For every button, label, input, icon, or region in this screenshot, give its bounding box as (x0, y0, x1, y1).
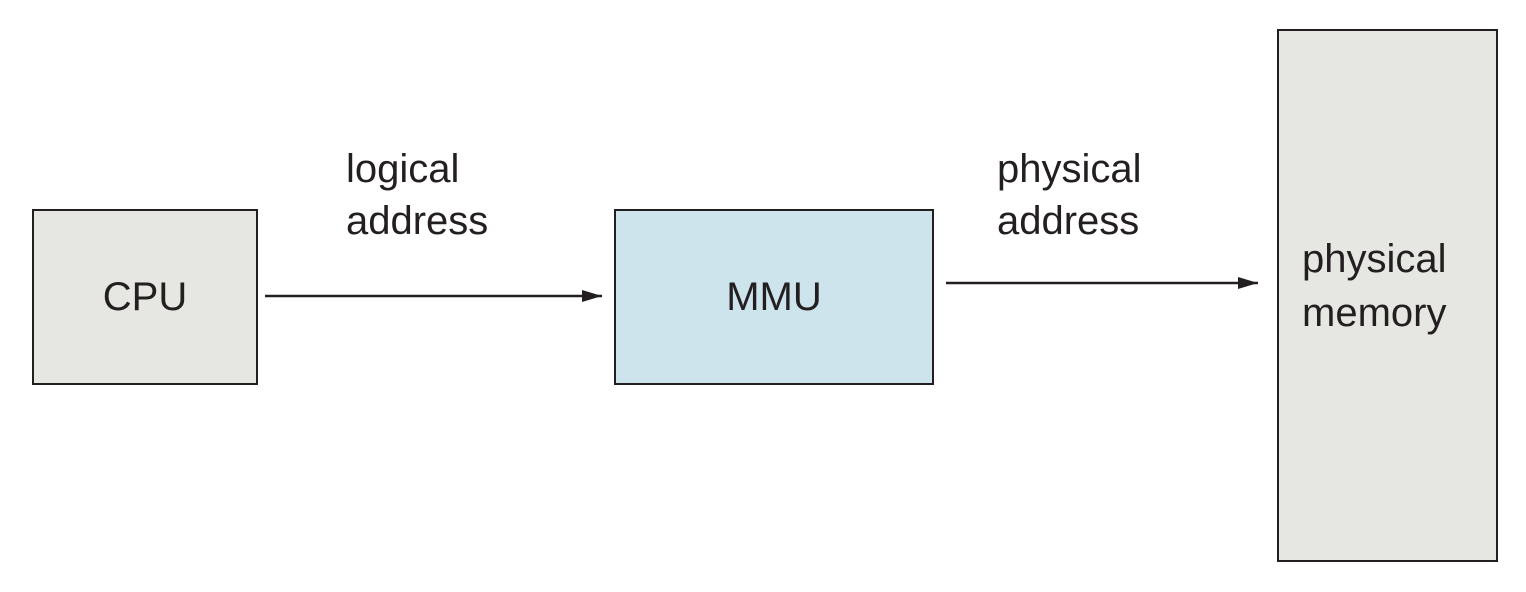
cpu-label: CPU (102, 275, 188, 319)
physical-memory-label: physical memory (1302, 232, 1447, 340)
physical-memory-line2: memory (1302, 291, 1447, 335)
physical-address-line1: physical (997, 147, 1142, 191)
logical-address-line1: logical (346, 147, 460, 191)
logical-address-label: logical address (346, 143, 488, 247)
mmu-label: MMU (726, 275, 822, 319)
cpu-box: CPU (32, 209, 258, 385)
logical-address-line2: address (346, 199, 489, 243)
physical-address-label: physical address (997, 143, 1142, 247)
physical-address-line2: address (997, 199, 1140, 243)
mmu-box: MMU (614, 209, 934, 385)
physical-memory-box: physical memory (1277, 29, 1498, 562)
physical-memory-line1: physical (1302, 237, 1447, 281)
